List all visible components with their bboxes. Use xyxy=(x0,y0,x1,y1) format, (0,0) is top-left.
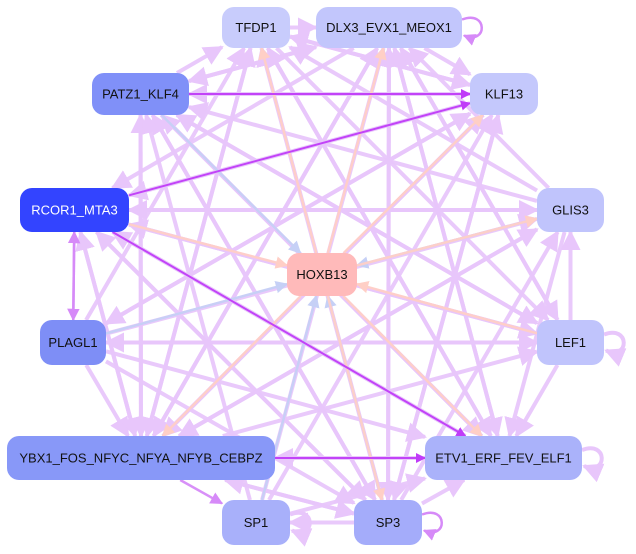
edge-hoxb13-to-glis3 xyxy=(356,215,539,267)
node-glis3[interactable]: GLIS3 xyxy=(537,188,604,232)
edge-sp3-to-sp3 xyxy=(421,511,443,541)
node-patz1[interactable]: PATZ1_KLF4 xyxy=(92,73,189,115)
edge-ybx1-to-lef1 xyxy=(222,346,539,438)
edge-patz1-to-tfdp1 xyxy=(175,45,224,75)
node-label: SP1 xyxy=(244,515,269,530)
node-klf13[interactable]: KLF13 xyxy=(470,73,538,115)
node-label: LEF1 xyxy=(555,335,586,350)
edge-hoxb13-to-tfdp1 xyxy=(258,46,318,254)
node-dlx3[interactable]: DLX3_EVX1_MEOX1 xyxy=(316,7,462,48)
edge-hoxb13-to-dlx3 xyxy=(326,46,387,254)
node-label: HOXB13 xyxy=(296,267,347,282)
edge-dlx3-to-klf13 xyxy=(423,46,472,77)
edge-rcor1-to-klf13 xyxy=(128,100,471,197)
edge-plagl1-to-sp3 xyxy=(105,359,356,505)
edge-plagl1-to-etv1 xyxy=(105,349,427,442)
node-box xyxy=(20,188,129,232)
edge-rcor1-to-hoxb13 xyxy=(128,222,289,269)
edge-sp3-to-etv1 xyxy=(421,478,466,506)
node-box xyxy=(287,253,357,296)
edge-plagl1-to-ybx1 xyxy=(84,363,130,438)
node-label: DLX3_EVX1_MEOX1 xyxy=(326,20,452,35)
node-box xyxy=(470,73,538,115)
node-sp1[interactable]: SP1 xyxy=(222,500,290,545)
node-box xyxy=(537,188,604,232)
edge-dlx3-to-dlx3 xyxy=(461,16,483,46)
edge-plagl1-to-rcor1 xyxy=(67,230,81,321)
node-tfdp1[interactable]: TFDP1 xyxy=(222,7,290,48)
node-label: GLIS3 xyxy=(552,203,589,218)
node-ybx1[interactable]: YBX1_FOS_NFYC_NFYA_NFYB_CEBPZ xyxy=(7,436,275,480)
node-plagl1[interactable]: PLAGL1 xyxy=(40,320,106,365)
node-label: SP3 xyxy=(376,515,401,530)
edge-plagl1-to-hoxb13 xyxy=(105,280,289,335)
node-etv1[interactable]: ETV1_ERF_FEV_ELF1 xyxy=(425,436,582,480)
node-box xyxy=(537,320,604,365)
edge-hoxb13-to-klf13 xyxy=(342,114,484,254)
node-rcor1[interactable]: RCOR1_MTA3 xyxy=(20,188,129,232)
edge-etv1-to-etv1 xyxy=(581,446,605,483)
edge-patz1-to-hoxb13 xyxy=(160,114,302,254)
node-label: PATZ1_KLF4 xyxy=(102,87,179,102)
node-box xyxy=(222,500,290,545)
edge-hoxb13-to-sp3 xyxy=(326,295,386,502)
node-label: PLAGL1 xyxy=(48,335,97,350)
node-box xyxy=(222,7,290,48)
edge-hoxb13-to-ybx1 xyxy=(161,295,302,437)
edge-hoxb13-to-etv1 xyxy=(342,295,483,437)
edge-sp1-to-sp1 xyxy=(289,510,313,547)
node-label: TFDP1 xyxy=(235,20,276,35)
edge-ybx1-to-sp1 xyxy=(179,478,224,505)
node-label: YBX1_FOS_NFYC_NFYA_NFYB_CEBPZ xyxy=(19,451,262,466)
edge-lef1-to-hoxb13 xyxy=(355,281,538,335)
edge-patz1-to-lef1 xyxy=(175,113,539,325)
node-label: KLF13 xyxy=(485,87,523,102)
edge-rcor1-to-etv1 xyxy=(112,231,467,437)
edge-dlx3-to-sp3 xyxy=(378,47,399,502)
node-box xyxy=(92,73,189,115)
edge-dlx3-to-patz1 xyxy=(187,45,317,87)
edge-glis3-to-ybx1 xyxy=(177,227,539,438)
edge-tfdp1-to-etv1 xyxy=(266,47,493,438)
edge-lef1-to-lef1 xyxy=(603,330,627,367)
node-hoxb13[interactable]: HOXB13 xyxy=(287,253,357,296)
node-label: RCOR1_MTA3 xyxy=(31,203,117,218)
edge-lef1-to-etv1 xyxy=(514,363,560,438)
node-box xyxy=(316,7,462,48)
node-box xyxy=(7,436,275,480)
node-label: ETV1_ERF_FEV_ELF1 xyxy=(435,451,572,466)
node-lef1[interactable]: LEF1 xyxy=(537,320,604,365)
node-box xyxy=(40,320,106,365)
edge-plagl1-to-klf13 xyxy=(105,111,472,326)
node-box xyxy=(425,436,582,480)
node-sp3[interactable]: SP3 xyxy=(354,500,422,545)
node-box xyxy=(354,500,422,545)
